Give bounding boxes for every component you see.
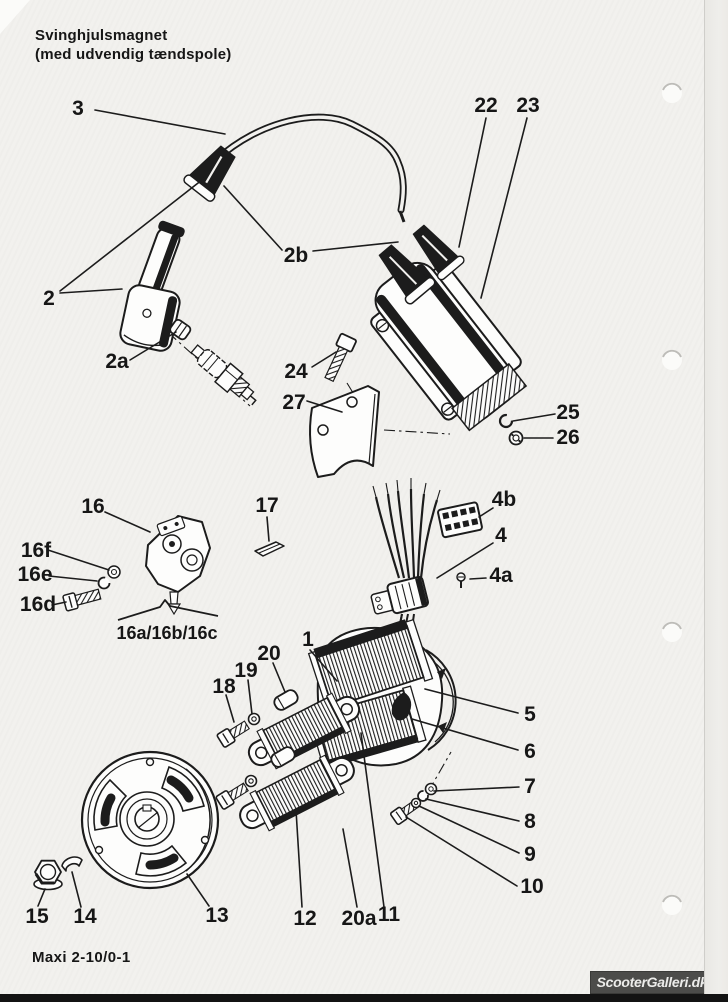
callout-26: 26 — [556, 426, 579, 449]
page-corner — [0, 0, 30, 34]
screw-16d — [62, 588, 102, 612]
callout-16f: 16f — [21, 539, 52, 562]
callout-5: 5 — [524, 703, 536, 726]
screw-18-upper — [216, 720, 250, 748]
callout-3: 3 — [72, 97, 84, 120]
screw-4a — [456, 572, 466, 588]
punch-holes — [662, 82, 682, 915]
flywheel — [80, 750, 220, 890]
callout-17: 17 — [255, 494, 278, 517]
washer-19-upper — [247, 712, 261, 726]
wiring-harness — [372, 478, 441, 645]
washer-9 — [410, 797, 422, 809]
punch-hole — [662, 82, 682, 103]
washer-19-lower — [244, 774, 258, 788]
callout-labels: 3 22 23 2b 2 2a 24 27 25 26 16 17 4b 4 4… — [17, 94, 580, 930]
terminal-sleeve-20a — [270, 746, 296, 768]
punch-hole — [662, 894, 682, 915]
callout-16abc: 16a/16b/16c — [116, 623, 217, 643]
punch-hole — [662, 349, 682, 370]
callout-4: 4 — [495, 524, 507, 547]
lighting-coil-lower — [239, 754, 355, 832]
callout-2a: 2a — [105, 350, 129, 373]
page-edge-line — [704, 0, 705, 1002]
callout-1: 1 — [302, 628, 314, 651]
punch-hole — [662, 621, 682, 642]
title-line-1: Svinghjulsmagnet — [35, 27, 168, 44]
ht-cable — [212, 113, 407, 223]
watermark: ScooterGalleri.dk — [590, 971, 714, 994]
terminal-sleeve-20 — [273, 689, 299, 711]
woodruff-key — [61, 856, 83, 872]
callout-8: 8 — [524, 810, 536, 833]
cable-grommet — [370, 575, 430, 615]
page-title: Svinghjulsmagnet (med udvendig tændspole… — [35, 26, 231, 64]
flywheel-nut — [33, 859, 63, 891]
leader-lines — [37, 109, 556, 908]
spring-washer-16e — [97, 576, 111, 590]
contact-breaker — [145, 515, 211, 616]
plug-terminal-nut — [169, 318, 192, 341]
callout-11: 11 — [378, 903, 401, 926]
lock-washer-25 — [498, 413, 514, 429]
washer-16f — [107, 565, 121, 579]
key-17 — [254, 541, 285, 557]
scan-bottom-bar — [0, 994, 728, 1002]
nut-26 — [508, 430, 524, 446]
callout-16d: 16d — [20, 593, 56, 616]
callout-15: 15 — [25, 905, 49, 928]
callout-16e: 16e — [17, 563, 52, 586]
callout-4a: 4a — [489, 564, 513, 587]
callout-16: 16 — [81, 495, 104, 518]
callout-23: 23 — [516, 94, 539, 117]
title-line-2: (med udvendig tændspole) — [35, 46, 232, 63]
callout-13: 13 — [205, 904, 228, 927]
callout-20a: 20a — [341, 907, 376, 930]
group-brace — [117, 599, 219, 621]
washer-7 — [424, 782, 438, 796]
callout-25: 25 — [556, 401, 580, 424]
callout-22: 22 — [474, 94, 497, 117]
callout-9: 9 — [524, 843, 536, 866]
spark-plug — [190, 344, 257, 406]
callout-12: 12 — [293, 907, 316, 930]
page-code: Maxi 2-10/0-1 — [32, 949, 131, 966]
screw-18-lower — [215, 782, 249, 810]
callout-2b: 2b — [284, 244, 309, 267]
callout-10: 10 — [520, 875, 543, 898]
callout-14: 14 — [73, 905, 97, 928]
callout-2: 2 — [43, 287, 55, 310]
callout-6: 6 — [524, 740, 536, 763]
callout-20: 20 — [257, 642, 280, 665]
callout-18: 18 — [212, 675, 236, 698]
connector-block — [437, 501, 483, 539]
coil-bracket — [309, 385, 380, 478]
bolt-24 — [324, 332, 357, 383]
ignition-coil — [370, 224, 528, 432]
callout-19: 19 — [234, 659, 257, 682]
stator-screw-set — [389, 782, 438, 826]
callout-27: 27 — [282, 391, 305, 414]
callout-7: 7 — [524, 775, 536, 798]
spark-plug-cap — [119, 220, 185, 352]
callout-4b: 4b — [492, 488, 517, 511]
page-edge-shade — [705, 0, 728, 1002]
callout-24: 24 — [284, 360, 308, 383]
stator-assembly — [307, 618, 457, 771]
spark-plug-boot — [183, 145, 236, 202]
